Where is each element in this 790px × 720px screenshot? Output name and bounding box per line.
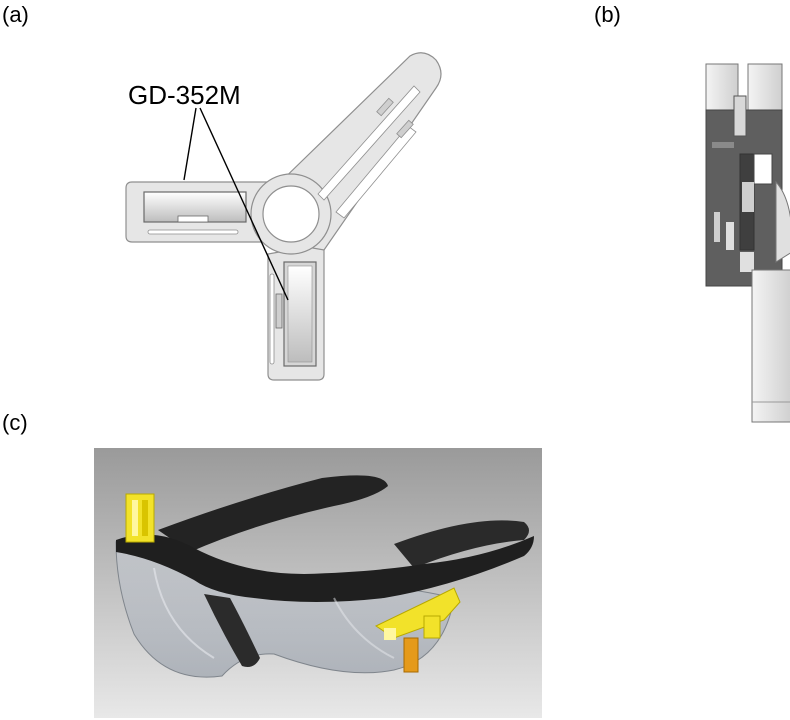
glasses-temple-arm bbox=[158, 475, 388, 552]
callout-leader-right bbox=[199, 107, 289, 301]
right-sensor-clip bbox=[374, 587, 461, 673]
left-sensor-clip bbox=[125, 493, 155, 543]
callout-leader-left bbox=[183, 107, 197, 181]
side-lower-arm bbox=[751, 269, 790, 423]
glasses-render bbox=[94, 448, 542, 718]
sensor-callout-label: GD-352M bbox=[128, 80, 241, 110]
panel-label-b: (b) bbox=[594, 2, 621, 27]
panel-label-a: (a) bbox=[2, 2, 29, 27]
glasses-frame bbox=[116, 534, 534, 602]
panel-label-c: (c) bbox=[2, 410, 28, 435]
glasses-nose-bridge bbox=[204, 594, 260, 667]
bracket-hub-hole bbox=[262, 185, 320, 243]
bracket-top-view bbox=[125, 52, 442, 381]
bracket-side-view bbox=[705, 63, 790, 423]
